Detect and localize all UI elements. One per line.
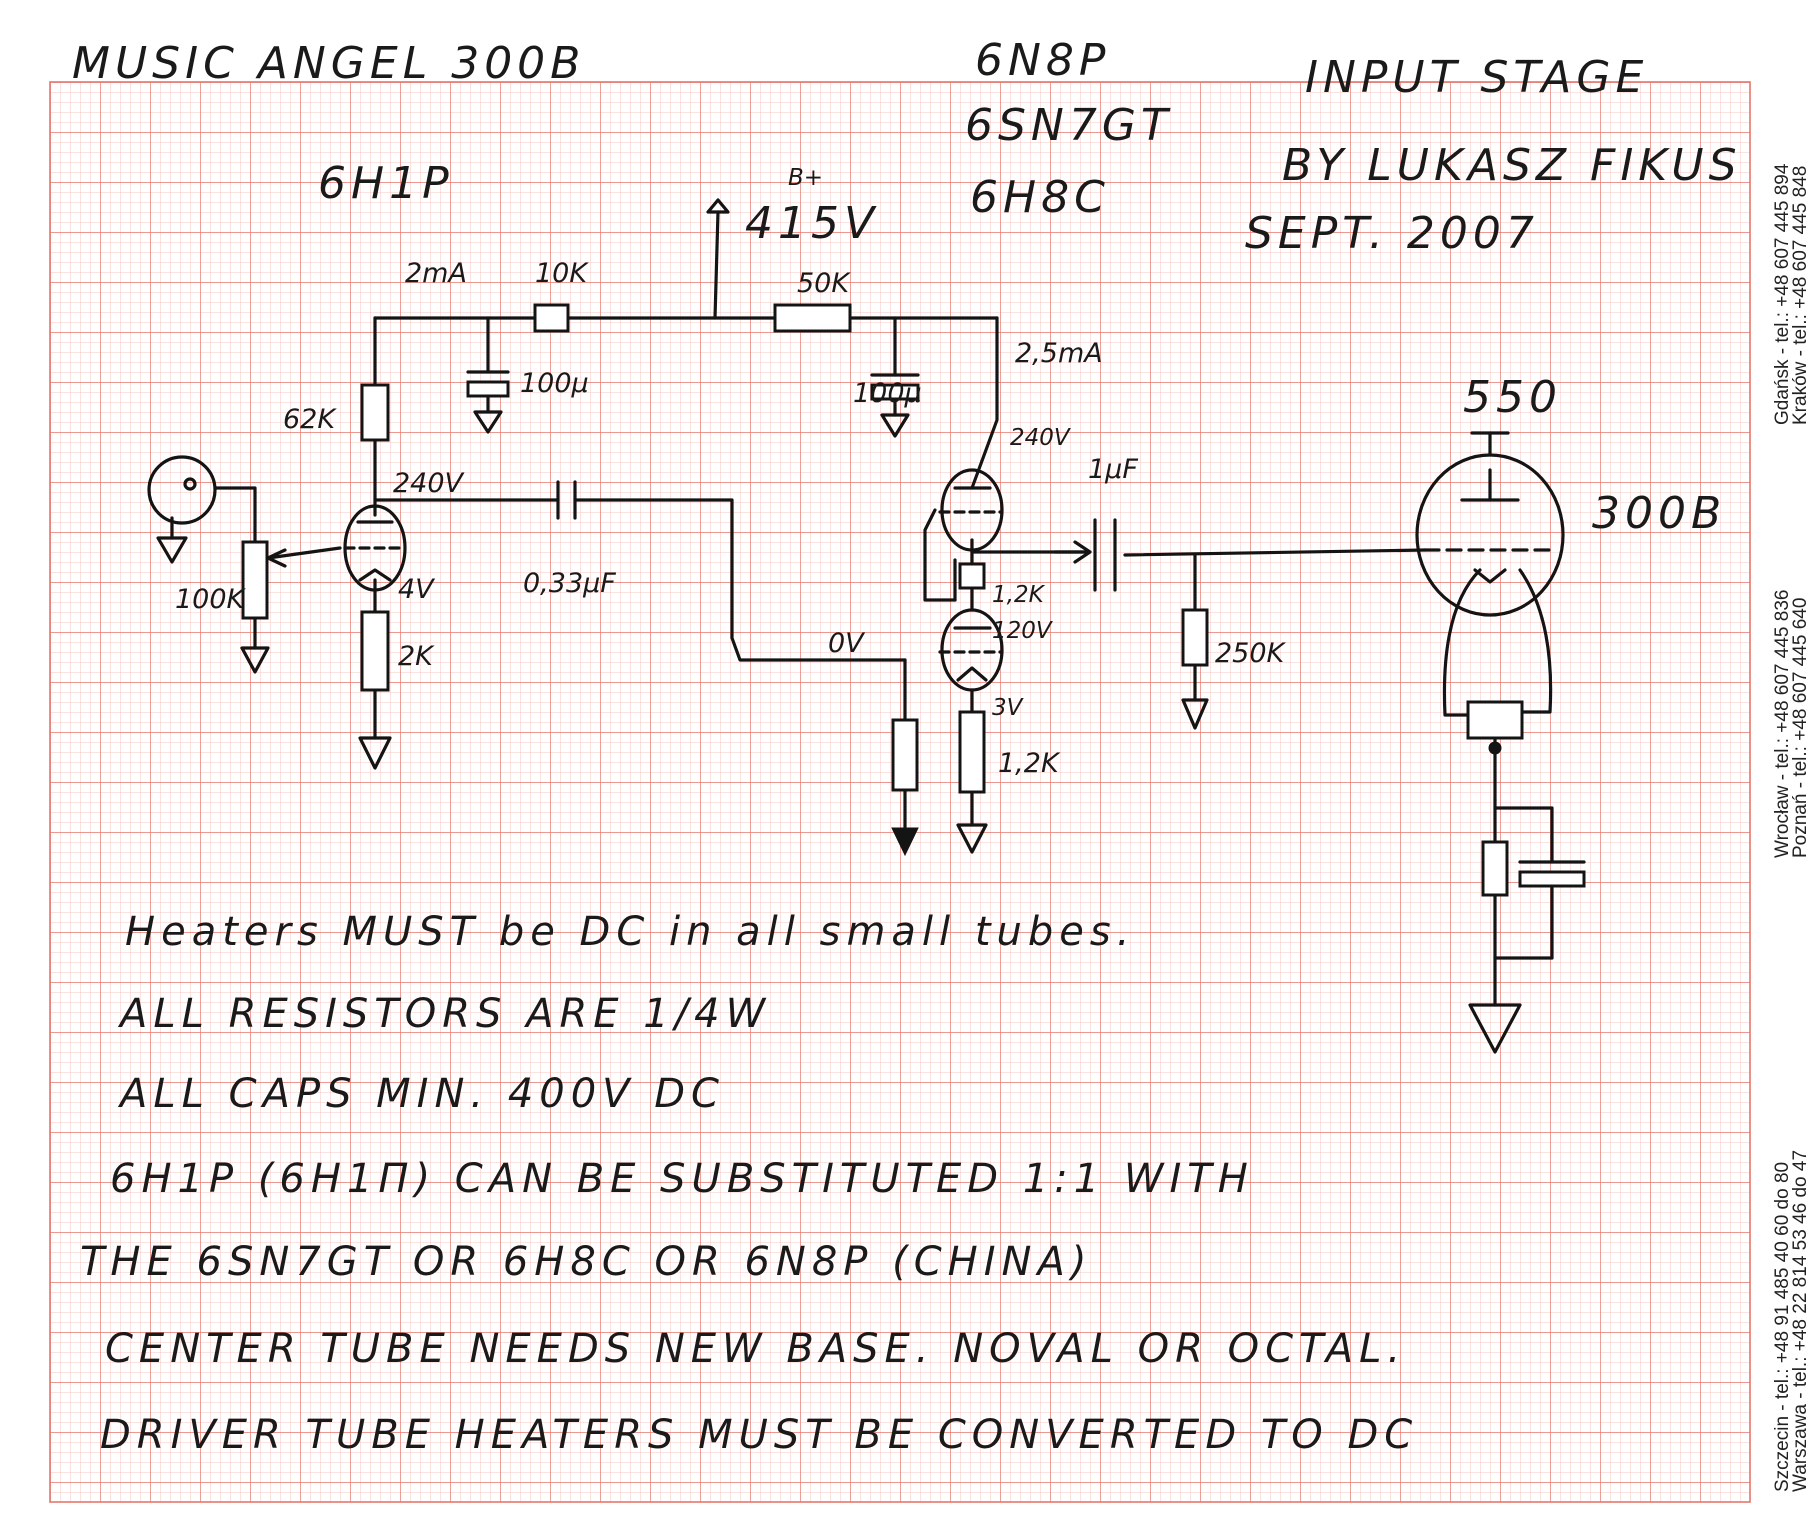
capacitor-100u-right: [870, 373, 920, 401]
note-line-7: DRIVER TUBE HEATERS MUST BE CONVERTED TO…: [100, 1412, 1418, 1458]
resistor-62k: [360, 383, 390, 442]
label-pot-100k: 100K: [175, 584, 247, 615]
resistor-2k: [360, 610, 390, 692]
tube-300b-power: [1415, 431, 1565, 617]
label-cathode2-voltage: 3V: [992, 695, 1025, 721]
resistor-250k: [1181, 608, 1209, 667]
title: MUSIC ANGEL 300B: [72, 38, 585, 89]
tube-6n8p-center: [938, 468, 1004, 692]
potentiometer-100k: [241, 540, 287, 620]
contact-warszawa: Warszawa - tel.: +48 22 814 53 46 do 47: [1790, 1150, 1809, 1492]
label-supply: B+: [788, 165, 823, 191]
capacitor-300b-cathode: [1518, 860, 1586, 888]
subtitle-input-stage: INPUT STAGE: [1305, 52, 1648, 103]
resistor-300b-cathode: [1481, 840, 1509, 897]
label-current-left: 2mA: [405, 258, 467, 289]
label-grid-voltage-0: 0V: [828, 628, 866, 659]
label-plate1-voltage: 240V: [393, 468, 466, 499]
resistor-grid-center: [891, 718, 919, 792]
contact-poznan: Poznań - tel.: +48 607 445 640: [1790, 598, 1809, 858]
note-line-1: Heaters MUST be DC in all small tubes.: [125, 909, 1135, 955]
note-line-5: THE 6SN7GT OR 6H8C OR 6N8P (CHINA): [80, 1239, 1092, 1285]
label-cathode1-voltage: 4V: [398, 574, 436, 605]
contact-szczecin: Szczecin - tel.: +48 91 485 40 60 do 80: [1772, 1162, 1793, 1492]
label-r2k: 2K: [398, 641, 435, 672]
label-r62k: 62K: [283, 404, 337, 435]
note-line-6: CENTER TUBE NEEDS NEW BASE. NOVAL OR OCT…: [105, 1326, 1406, 1372]
ground-symbols: [156, 198, 1522, 1054]
note-line-4: 6H1P (6H1П) CAN BE SUBSTITUTED 1:1 WITH: [110, 1156, 1254, 1202]
label-r1k2-lower: 1,2K: [998, 748, 1061, 779]
resistor-10k: [533, 303, 570, 333]
tube-6h1p-input: [343, 504, 407, 592]
subtitle-author: BY LUKASZ FIKUS: [1282, 140, 1742, 191]
label-c100u-right: 100μ: [853, 378, 922, 409]
label-c033uf: 0,33μF: [523, 568, 616, 599]
label-r50k: 50K: [797, 268, 851, 299]
schematic-wires: [147, 210, 1554, 1007]
label-current-right: 2,5mA: [1015, 338, 1103, 369]
margin-contacts: Gdańsk - tel.: +48 607 445 894 Kraków - …: [1772, 163, 1809, 1492]
notes: Heaters MUST be DC in all small tubes. A…: [80, 909, 1418, 1458]
contact-krakow: Kraków - tel.: +48 607 445 848: [1790, 166, 1809, 425]
filament-winding: [1466, 700, 1524, 740]
label-supply-voltage: 415V: [745, 198, 879, 249]
label-grid-voltage-120: 120V: [992, 618, 1054, 644]
tube-label-6h8c: 6H8C: [970, 172, 1110, 223]
label-plate-550: 550: [1463, 372, 1562, 423]
label-c100u-left: 100μ: [520, 368, 589, 399]
tube-label-6sn7gt: 6SN7GT: [965, 100, 1173, 151]
label-r10k: 10K: [535, 258, 589, 289]
resistor-1k2-upper: [958, 562, 986, 590]
contact-gdansk: Gdańsk - tel.: +48 607 445 894: [1772, 163, 1793, 425]
tube-label-6n8p: 6N8P: [975, 35, 1110, 86]
label-r1k2-upper: 1,2K: [992, 582, 1046, 608]
resistor-50k: [773, 303, 852, 333]
resistor-1k2-lower: [958, 710, 986, 794]
subtitle-date: SEPT. 2007: [1245, 208, 1539, 259]
note-line-2: ALL RESISTORS ARE 1/4W: [117, 991, 771, 1037]
capacitor-033uf: [556, 480, 577, 520]
label-c1uf: 1μF: [1088, 454, 1138, 485]
label-300b: 300B: [1592, 488, 1726, 539]
label-r250k: 250K: [1215, 638, 1287, 669]
note-line-3: ALL CAPS MIN. 400V DC: [117, 1071, 725, 1117]
capacitor-100u-left: [466, 370, 510, 398]
contact-wroclaw: Wrocław - tel.: +48 607 445 836: [1772, 590, 1793, 858]
schematic-labels: B+ 415V 2mA 10K 50K 100μ 100μ 2,5mA 62K …: [175, 165, 1726, 779]
components: [241, 303, 1586, 897]
label-plate2-voltage: 240V: [1010, 425, 1072, 451]
tube-label-6h1p: 6H1P: [318, 158, 454, 209]
capacitor-1uf: [1053, 518, 1117, 592]
